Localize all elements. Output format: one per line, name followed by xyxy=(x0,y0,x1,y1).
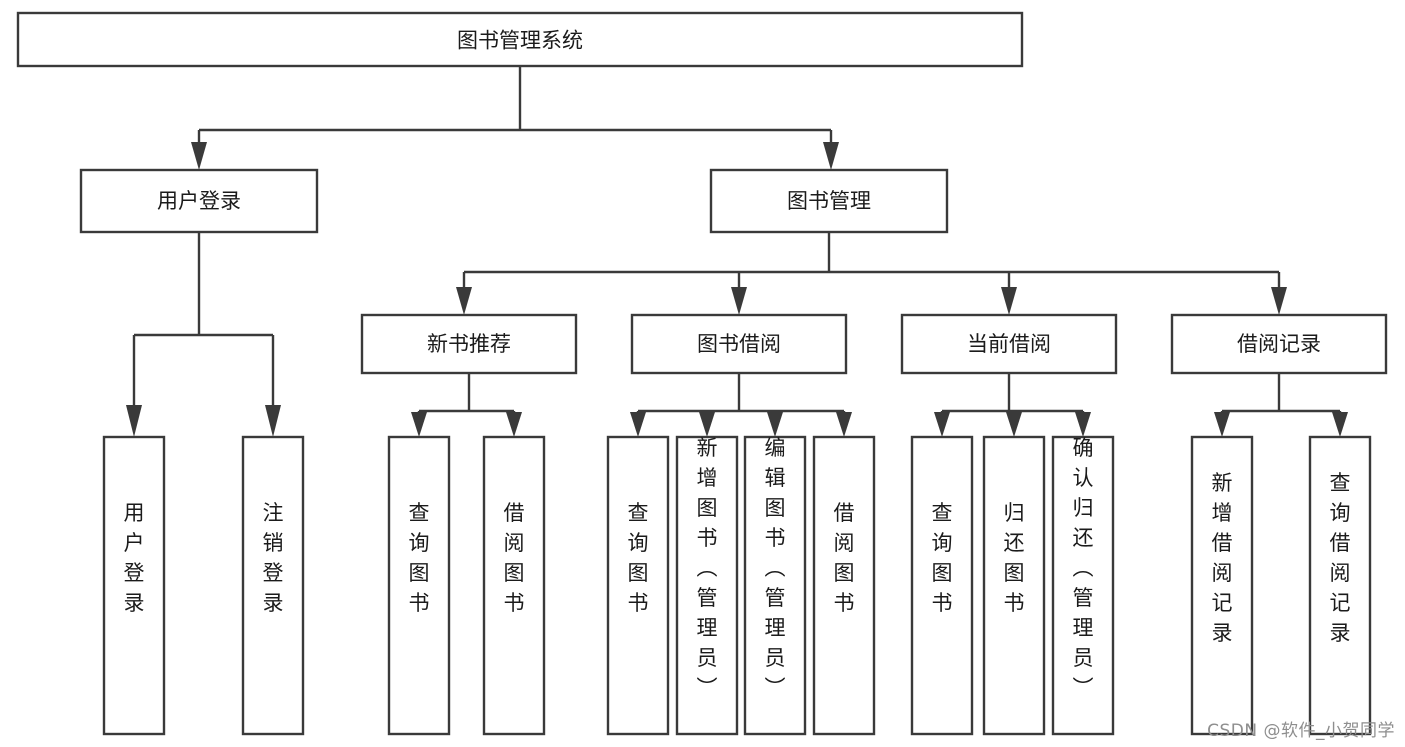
node-new-book-recommend[interactable]: 新书推荐 xyxy=(360,313,578,375)
node-book-management[interactable]: 图书管理 xyxy=(709,168,949,234)
node-root-label: 图书管理系统 xyxy=(457,29,583,53)
node-book-management-label: 图书管理 xyxy=(787,189,871,213)
leaf-logout-box[interactable] xyxy=(241,435,305,736)
node-root-system[interactable]: 图书管理系统 xyxy=(16,11,1024,68)
leaf-add-borrow-record[interactable]: 新增借阅记录 xyxy=(1190,435,1254,736)
node-book-borrow[interactable]: 图书借阅 xyxy=(630,313,848,375)
leaf-logout-label: 注销登录 xyxy=(263,501,284,615)
arrow-head-user-leaf1 xyxy=(126,405,142,437)
leaf-query-book-a-label: 查询图书 xyxy=(409,501,430,615)
node-user-login-label: 用户登录 xyxy=(157,189,241,213)
arrow-head-bookborrow-l1 xyxy=(630,412,646,437)
node-book-management-box[interactable] xyxy=(709,168,949,234)
node-book-borrow-box[interactable] xyxy=(630,313,848,375)
leaf-query-book-c-box[interactable] xyxy=(910,435,974,736)
arrow-head-newbooks-l1 xyxy=(411,412,427,437)
arrow-head-to-user-login xyxy=(191,142,207,170)
arrow-head-bookborrow-l2 xyxy=(699,412,715,437)
leaf-borrow-book-b-label: 借阅图书 xyxy=(834,501,855,615)
leaf-borrow-book-b-box[interactable] xyxy=(812,435,876,736)
leaf-confirm-return-admin-label: 确认归还︵管理员︶ xyxy=(1073,436,1094,700)
leaf-query-book-b[interactable]: 查询图书 xyxy=(606,435,670,736)
arrow-head-bookborrow-l3 xyxy=(767,412,783,437)
leaf-query-borrow-record-box[interactable] xyxy=(1308,435,1372,736)
node-current-borrow-box[interactable] xyxy=(900,313,1118,375)
leaf-add-borrow-record-label: 新增借阅记录 xyxy=(1212,471,1233,645)
leaf-edit-book-admin-box[interactable] xyxy=(743,435,807,736)
arrow-head-to-book-borrow xyxy=(731,287,747,315)
node-new-book-recommend-label: 新书推荐 xyxy=(427,332,511,356)
connector-group-book-mgmt xyxy=(456,232,1287,315)
leaf-query-borrow-record[interactable]: 查询借阅记录 xyxy=(1308,435,1372,736)
leaf-query-book-b-box[interactable] xyxy=(606,435,670,736)
leaf-confirm-return-admin[interactable]: 确认归还︵管理员︶ xyxy=(1051,435,1115,736)
node-new-book-recommend-box[interactable] xyxy=(360,313,578,375)
arrow-head-to-new-books xyxy=(456,287,472,315)
leaf-return-book-label: 归还图书 xyxy=(1004,501,1025,615)
connector-group-book-borrow xyxy=(630,373,852,437)
leaf-add-book-admin-label: 新增图书︵管理员︶ xyxy=(697,436,718,700)
node-book-borrow-label: 图书借阅 xyxy=(697,332,781,356)
leaf-user-login-label: 用户登录 xyxy=(124,501,145,615)
node-borrow-record-box[interactable] xyxy=(1170,313,1388,375)
leaf-query-borrow-record-label: 查询借阅记录 xyxy=(1330,471,1351,645)
leaf-edit-book-admin[interactable]: 编辑图书︵管理员︶ xyxy=(743,435,807,736)
leaf-query-book-a[interactable]: 查询图书 xyxy=(387,435,451,736)
connector-group-borrow-record xyxy=(1214,373,1348,437)
leaf-borrow-book-a-box[interactable] xyxy=(482,435,546,736)
arrow-head-bookborrow-l4 xyxy=(836,412,852,437)
leaf-query-book-c[interactable]: 查询图书 xyxy=(910,435,974,736)
arrow-head-current-l3 xyxy=(1075,412,1091,437)
arrow-head-record-l2 xyxy=(1332,412,1348,437)
node-current-borrow[interactable]: 当前借阅 xyxy=(900,313,1118,375)
arrow-head-user-leaf2 xyxy=(265,405,281,437)
arrow-head-to-borrow-record xyxy=(1271,287,1287,315)
leaf-add-book-admin-box[interactable] xyxy=(675,435,739,736)
node-user-login-box[interactable] xyxy=(79,168,319,234)
leaf-add-book-admin[interactable]: 新增图书︵管理员︶ xyxy=(675,435,739,736)
node-borrow-record[interactable]: 借阅记录 xyxy=(1170,313,1388,375)
leaf-query-book-c-label: 查询图书 xyxy=(932,501,953,615)
arrow-head-current-l2 xyxy=(1006,412,1022,437)
node-borrow-record-label: 借阅记录 xyxy=(1237,332,1321,356)
leaf-query-book-b-label: 查询图书 xyxy=(628,501,649,615)
leaf-borrow-book-b[interactable]: 借阅图书 xyxy=(812,435,876,736)
node-root-box[interactable] xyxy=(16,11,1024,68)
leaf-confirm-return-admin-box[interactable] xyxy=(1051,435,1115,736)
leaf-user-login-box[interactable] xyxy=(102,435,166,736)
leaf-return-book[interactable]: 归还图书 xyxy=(982,435,1046,736)
node-user-login[interactable]: 用户登录 xyxy=(79,168,319,234)
leaf-add-borrow-record-box[interactable] xyxy=(1190,435,1254,736)
connector-group-new-books xyxy=(411,373,522,437)
leaf-logout[interactable]: 注销登录 xyxy=(241,435,305,736)
watermark-text: CSDN @软件_小贺同学 xyxy=(1207,721,1395,741)
connector-group-user-login xyxy=(126,232,281,437)
leaf-return-book-box[interactable] xyxy=(982,435,1046,736)
connector-group-root xyxy=(191,66,839,170)
arrow-head-to-book-mgmt xyxy=(823,142,839,170)
arrow-head-current-l1 xyxy=(934,412,950,437)
leaf-borrow-book-a-label: 借阅图书 xyxy=(504,501,525,615)
leaf-borrow-book-a[interactable]: 借阅图书 xyxy=(482,435,546,736)
connector-group-current-borrow xyxy=(934,373,1091,437)
leaf-edit-book-admin-label: 编辑图书︵管理员︶ xyxy=(765,436,786,700)
arrow-head-newbooks-l2 xyxy=(506,412,522,437)
node-current-borrow-label: 当前借阅 xyxy=(967,332,1051,356)
leaf-query-book-a-box[interactable] xyxy=(387,435,451,736)
arrow-head-to-current-borrow xyxy=(1001,287,1017,315)
leaf-user-login[interactable]: 用户登录 xyxy=(102,435,166,736)
arrow-head-record-l1 xyxy=(1214,412,1230,437)
